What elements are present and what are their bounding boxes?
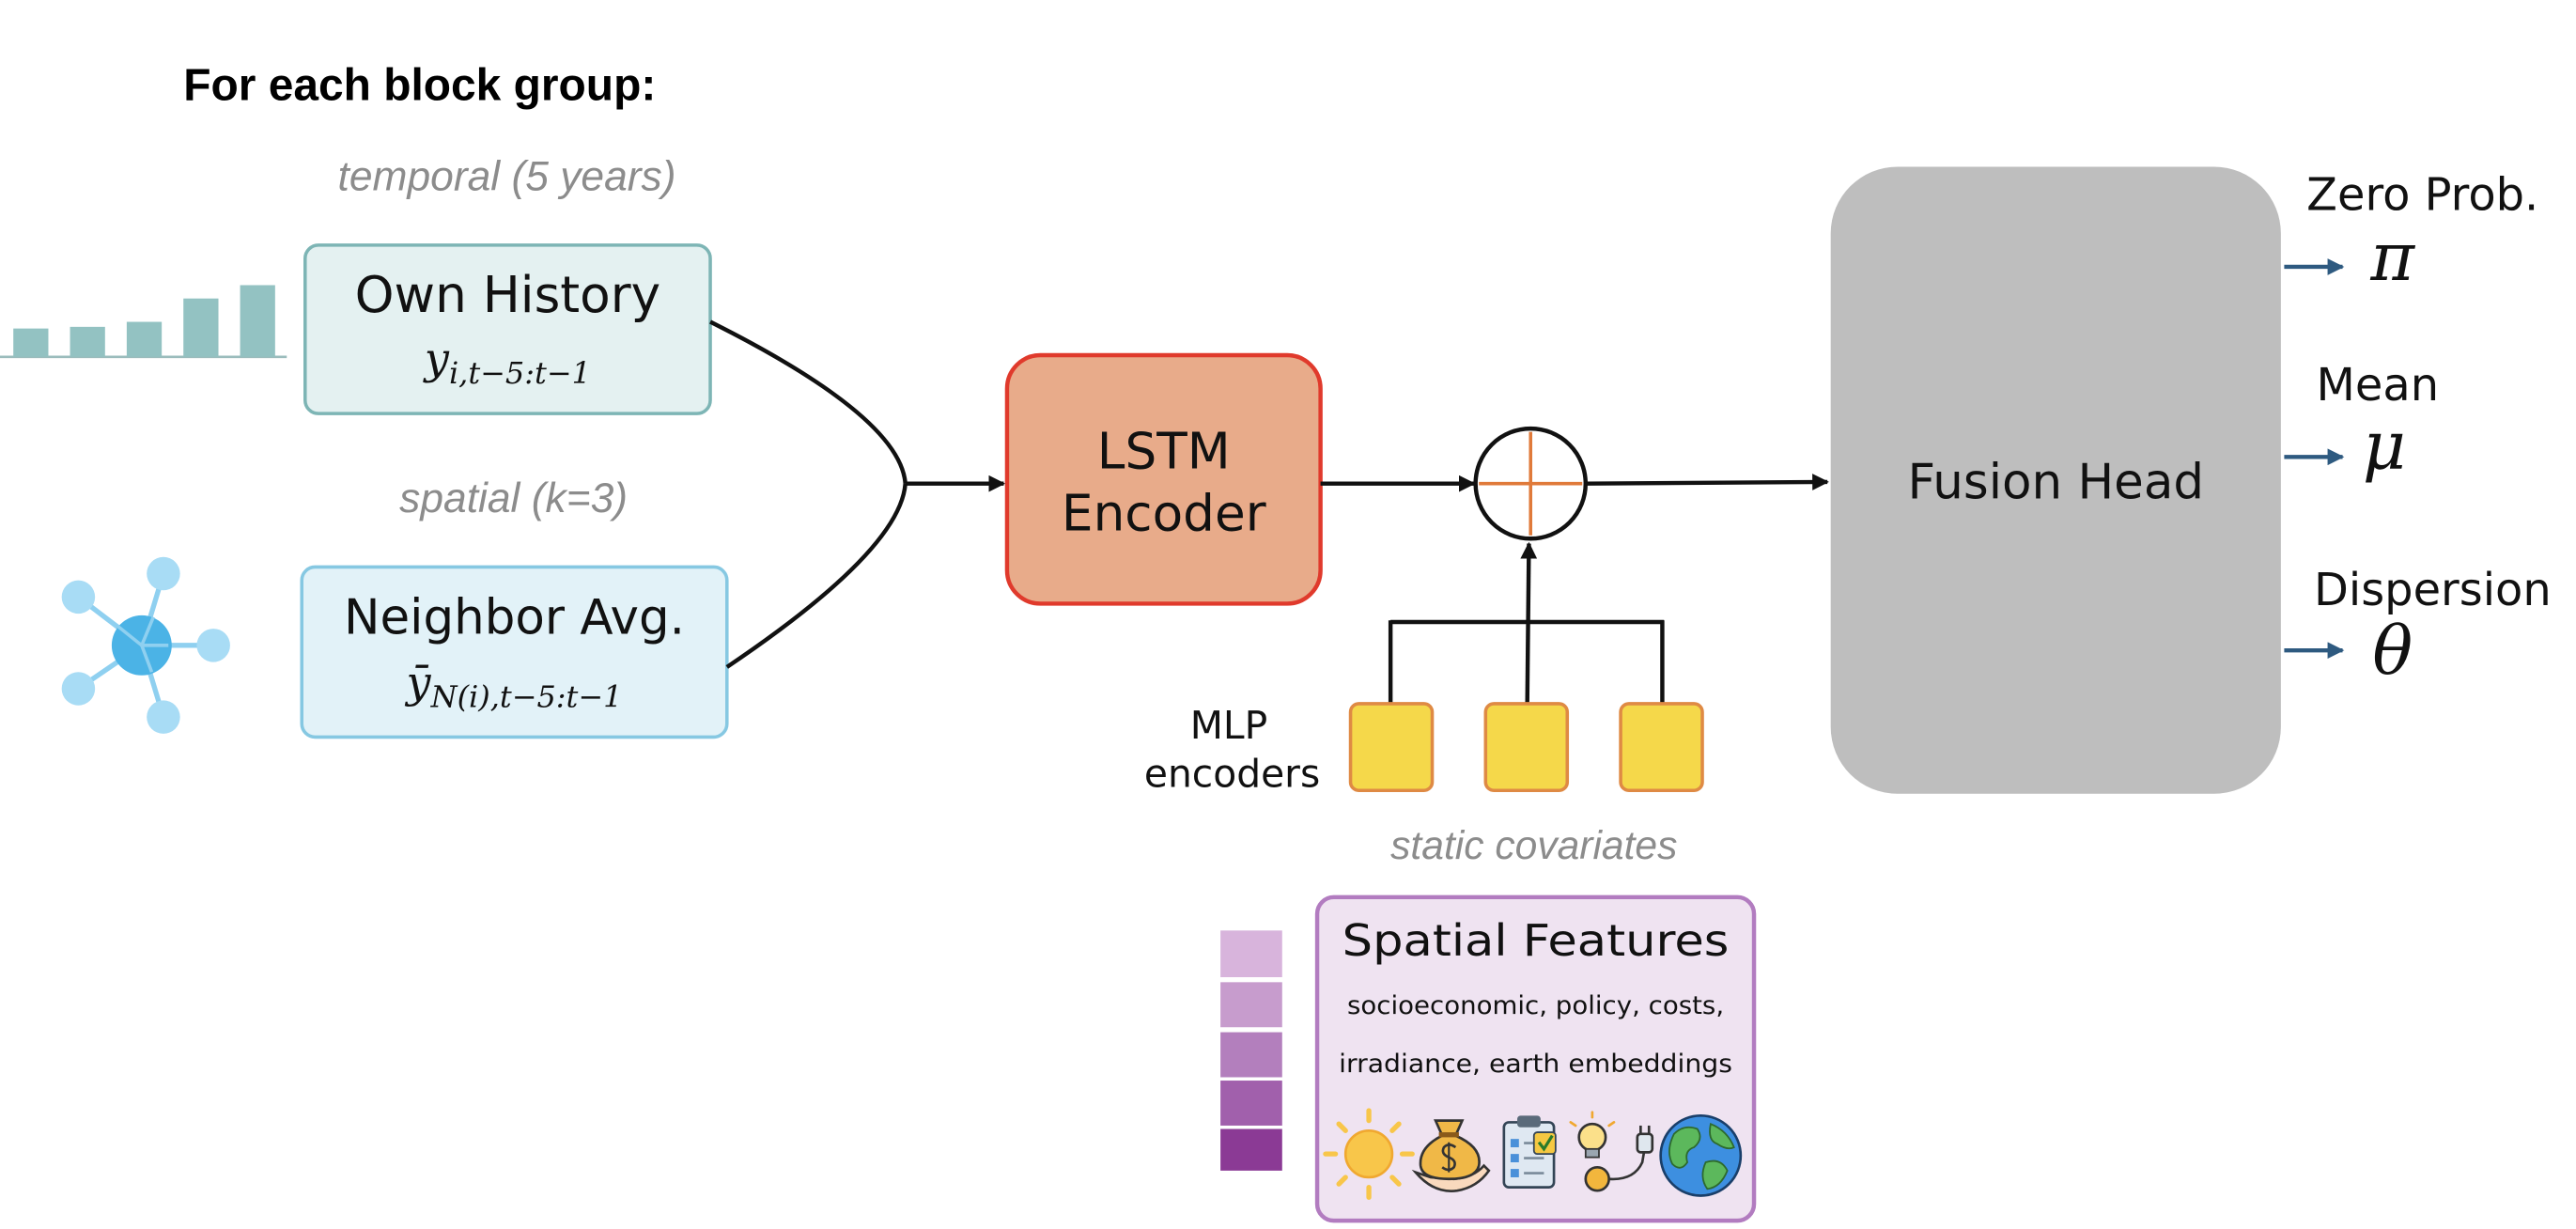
neighbor-avg-formula: ȳN(i),t−5:t−1 xyxy=(405,657,623,715)
bar-chart-icon xyxy=(0,285,287,359)
spatial-label: spatial (k=3) xyxy=(399,475,628,521)
fusion-head-label: Fusion Head xyxy=(1908,455,2204,511)
neighbor-avg-subscript: N(i),t−5:t−1 xyxy=(430,678,623,714)
fusion-head-frame xyxy=(1830,166,2281,794)
output-name: Mean xyxy=(2317,360,2440,412)
own-history-box: Own History yi,t−5:t−1 xyxy=(303,243,712,415)
mlp-encoder-block xyxy=(1483,702,1570,793)
output-name: Zero Prob. xyxy=(2306,170,2538,222)
mlp-label-line-2: encoders xyxy=(1144,752,1320,797)
spatial-features-description-line-2: irradiance, earth embeddings xyxy=(1339,1050,1732,1079)
own-history-formula: yi,t−5:t−1 xyxy=(423,334,591,392)
lstm-encoder-box: LSTM Encoder xyxy=(1004,352,1323,606)
lstm-encoder-line-2: Encoder xyxy=(1062,484,1266,542)
diagram-heading: For each block group: xyxy=(183,60,656,110)
own-history-title: Own History xyxy=(355,266,660,324)
network-icon xyxy=(61,556,230,734)
output-zero-prob: Zero Prob. π xyxy=(2284,170,2538,296)
temporal-label: temporal (5 years) xyxy=(338,153,676,199)
output-dispersion: Dispersion θ xyxy=(2284,565,2552,690)
sun-icon xyxy=(1323,1108,1415,1200)
mlp-label-line-1: MLP xyxy=(1190,703,1268,748)
output-symbol: π xyxy=(2369,218,2415,296)
fusion-head-box: Fusion Head xyxy=(1830,166,2281,794)
own-history-subscript: i,t−5:t−1 xyxy=(449,355,591,391)
output-name: Dispersion xyxy=(2314,565,2552,616)
neighbor-avg-symbol: ȳ xyxy=(405,657,432,708)
spatial-features-box: Spatial Features socioeconomic, policy, … xyxy=(1314,895,1757,1223)
output-mean: Mean μ xyxy=(2284,360,2439,485)
earth-icon xyxy=(1659,1113,1743,1197)
own-history-connector xyxy=(709,319,908,484)
combine-operator-icon xyxy=(1473,426,1589,541)
static-covariates-label: static covariates xyxy=(1390,823,1677,868)
mlp-encoder-block xyxy=(1348,702,1435,793)
neighbor-avg-connector xyxy=(725,483,908,669)
mlp-to-combine-arrow xyxy=(1520,541,1538,704)
spatial-features-description-line-1: socioeconomic, policy, costs, xyxy=(1347,991,1724,1020)
neighbor-avg-box-frame xyxy=(300,565,729,739)
feature-swatches-icon xyxy=(1220,930,1282,1171)
mlp-connectors xyxy=(1388,541,1665,704)
neighbor-avg-box: Neighbor Avg. ȳN(i),t−5:t−1 xyxy=(300,565,729,739)
money-bag-icon xyxy=(1411,1119,1491,1192)
lstm-encoder-line-1: LSTM xyxy=(1097,423,1231,481)
combine-to-fusion-arrow xyxy=(1585,474,1829,490)
output-symbol: θ xyxy=(2372,612,2413,690)
spatial-features-title: Spatial Features xyxy=(1342,915,1730,966)
mlp-encoder-block xyxy=(1619,702,1704,793)
own-history-box-frame xyxy=(303,243,712,415)
lstm-encoder-frame xyxy=(1004,352,1323,606)
own-history-symbol: y xyxy=(423,334,450,384)
output-symbol: μ xyxy=(2363,407,2406,485)
clipboard-icon xyxy=(1502,1115,1557,1189)
lightbulb-plug-icon xyxy=(1569,1111,1654,1192)
neighbor-avg-title: Neighbor Avg. xyxy=(344,589,685,646)
